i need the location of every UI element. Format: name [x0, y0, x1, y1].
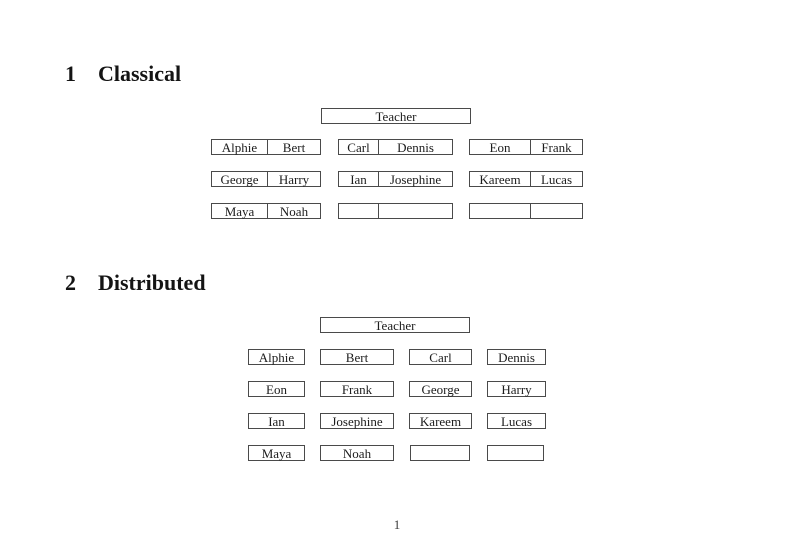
desk: Alphie	[248, 349, 305, 365]
seat: Alphie	[212, 140, 268, 154]
seat: Lucas	[540, 171, 573, 187]
desk-pair	[338, 203, 453, 219]
desk-pair: Kareem Lucas	[469, 171, 583, 187]
seat-empty	[470, 204, 531, 218]
seat: Maya	[212, 204, 268, 218]
desk-pair: Maya Noah	[211, 203, 321, 219]
desk-pair: Carl Dennis	[338, 139, 453, 155]
desk: Frank	[320, 381, 394, 397]
seat: Noah	[279, 203, 309, 219]
section-title: Distributed	[98, 270, 206, 295]
seat-empty	[531, 204, 582, 218]
desk: Ian	[248, 413, 305, 429]
seat: Dennis	[397, 139, 434, 155]
section-title: Classical	[98, 61, 182, 86]
desk: Maya	[248, 445, 305, 461]
seat-empty	[379, 204, 452, 218]
desk: Noah	[320, 445, 394, 461]
section-number: 1	[65, 61, 76, 86]
desk: Bert	[320, 349, 394, 365]
desk-empty	[410, 445, 470, 461]
page-number: 1	[393, 517, 401, 532]
teacher-label: Teacher	[374, 317, 416, 333]
desk-pair: George Harry	[211, 171, 321, 187]
desk-pair: Ian Josephine	[338, 171, 453, 187]
seat: Kareem	[470, 172, 531, 186]
desk: Kareem	[409, 413, 472, 429]
desk: Harry	[487, 381, 546, 397]
seat: Carl	[339, 140, 379, 154]
desk: George	[409, 381, 472, 397]
seat: Harry	[278, 171, 310, 187]
desk-pair	[469, 203, 583, 219]
seat: Eon	[470, 140, 531, 154]
section-number: 2	[65, 270, 76, 295]
section-heading-distributed: 2 Distributed	[65, 272, 206, 294]
seat: Josephine	[389, 171, 442, 187]
teacher-label: Teacher	[375, 108, 417, 124]
section-heading-classical: 1 Classical	[65, 63, 181, 85]
teacher-box: Teacher	[321, 108, 471, 124]
desk-empty	[487, 445, 544, 461]
seat: Ian	[339, 172, 379, 186]
desk: Eon	[248, 381, 305, 397]
desk: Carl	[409, 349, 472, 365]
desk: Lucas	[487, 413, 546, 429]
desk: Dennis	[487, 349, 546, 365]
seat: Frank	[541, 139, 572, 155]
desk-pair: Alphie Bert	[211, 139, 321, 155]
seat-empty	[339, 204, 379, 218]
seat: George	[212, 172, 268, 186]
desk: Josephine	[320, 413, 394, 429]
teacher-box: Teacher	[320, 317, 470, 333]
desk-pair: Eon Frank	[469, 139, 583, 155]
seat: Bert	[282, 139, 306, 155]
